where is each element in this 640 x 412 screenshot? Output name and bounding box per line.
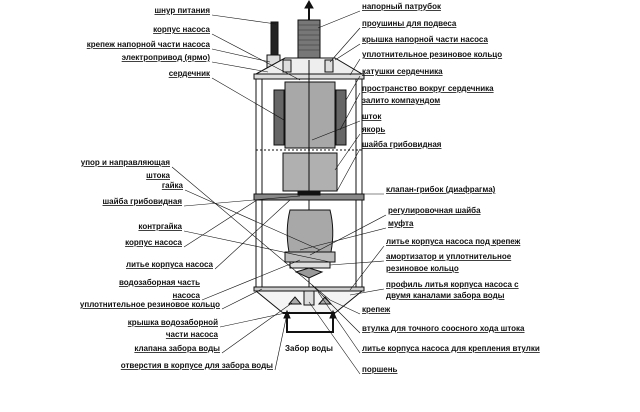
power-cord: [270, 21, 279, 59]
core: [284, 81, 336, 149]
coil-left: [273, 89, 285, 146]
leader-line: [317, 10, 361, 29]
leader-line: [334, 133, 361, 171]
right-label: втулка для точного соосного хода штока: [362, 324, 525, 333]
leader-line: [183, 230, 331, 263]
leader-line: [345, 75, 361, 101]
left-label: сердечник: [169, 69, 211, 78]
leader-line: [221, 288, 263, 310]
leader-line: [299, 227, 387, 251]
leader-line: [339, 92, 361, 131]
leader-line: [308, 301, 361, 375]
leader-line: [221, 302, 293, 354]
left-label: контргайка: [138, 222, 182, 231]
right-label: уплотнительное резиновое кольцо: [362, 50, 502, 59]
right-label: проушины для подвеса: [362, 19, 457, 28]
right-label: крышка напорной части насоса: [362, 35, 488, 44]
right-label: литье корпуса насоса под крепеж: [386, 237, 521, 246]
right-label: амортизатор и уплотнительное: [386, 252, 512, 261]
right-label: регулировочная шайба: [388, 206, 481, 215]
anchor: [282, 152, 338, 192]
water-intake-arrows-icon: [286, 316, 334, 333]
coil-right: [335, 89, 347, 146]
left-label: крышка водозаборной: [128, 318, 218, 327]
right-label: профиль литья корпуса насоса с: [386, 280, 519, 289]
leader-line: [211, 77, 285, 121]
right-label: катушки сердечника: [362, 67, 443, 76]
outlet-pipe: [297, 19, 321, 59]
left-label: крепеж напорной части насоса: [87, 40, 211, 49]
left-label: корпус насоса: [125, 238, 182, 247]
right-label: двумя каналами забора воды: [386, 291, 505, 300]
leader-line: [349, 288, 385, 296]
leader-line: [214, 199, 291, 270]
leader-line: [336, 148, 361, 192]
intake-valve-left: [287, 296, 303, 305]
leader-line: [211, 33, 301, 81]
pump-body: [253, 0, 365, 333]
right-label: муфта: [388, 219, 414, 228]
left-label: шнур питания: [155, 6, 211, 15]
leader-line: [311, 284, 361, 334]
right-label: литье корпуса насоса для крепления втулк…: [362, 344, 540, 353]
left-label: уплотнительное резиновое кольцо: [80, 300, 220, 309]
leader-line: [349, 58, 361, 76]
leader-line: [349, 245, 385, 291]
left-label: водозаборная часть: [119, 278, 200, 287]
leader-line: [184, 189, 321, 251]
left-label: клапана забора воды: [134, 344, 220, 353]
leader-line: [183, 199, 258, 248]
leader-line: [183, 195, 301, 207]
right-label: поршень: [362, 365, 398, 374]
leader-line: [171, 166, 331, 301]
right-label: якорь: [362, 125, 385, 134]
leader-line: [211, 48, 271, 63]
left-label: отверстия в корпусе для забора воды: [121, 361, 273, 370]
right-label: напорный патрубок: [362, 2, 442, 11]
leader-line: [329, 27, 361, 63]
leader-line: [309, 214, 387, 256]
leader-line: [329, 260, 385, 266]
leader-lines: [171, 10, 387, 375]
left-label: гайка: [162, 181, 184, 190]
left-label: штока: [146, 171, 170, 180]
right-label: пространство вокруг сердечника: [362, 84, 494, 93]
water-intake-label: Забор воды: [285, 344, 333, 353]
right-label: резиновое кольцо: [386, 264, 459, 273]
leader-line: [211, 14, 277, 25]
leader-line: [211, 61, 269, 73]
right-label: крепеж: [362, 305, 391, 314]
leader-line: [274, 313, 288, 371]
intake-valve-right: [317, 296, 333, 305]
left-label: электропривод (ярмо): [122, 53, 211, 62]
right-label: залито компаундом: [362, 96, 440, 105]
leader-line: [219, 311, 291, 328]
leader-line: [329, 299, 361, 315]
leader-line: [317, 291, 361, 354]
right-label: клапан-грибок (диафрагма): [386, 185, 496, 194]
left-label: упор и направляющая: [81, 158, 171, 167]
right-label: шайба грибовидная: [362, 140, 442, 149]
left-label: шайба грибовидная: [103, 197, 183, 206]
right-label: шток: [362, 112, 382, 121]
left-label: литье корпуса насоса: [126, 260, 214, 269]
left-label: части насоса: [166, 330, 219, 339]
leader-line: [334, 43, 361, 61]
leader-line: [201, 259, 301, 301]
labels: шнур питания корпус насоса крепеж напорной…: [80, 2, 540, 374]
left-label: насоса: [172, 291, 200, 300]
leader-line: [311, 120, 361, 141]
left-label: корпус насоса: [153, 25, 210, 34]
